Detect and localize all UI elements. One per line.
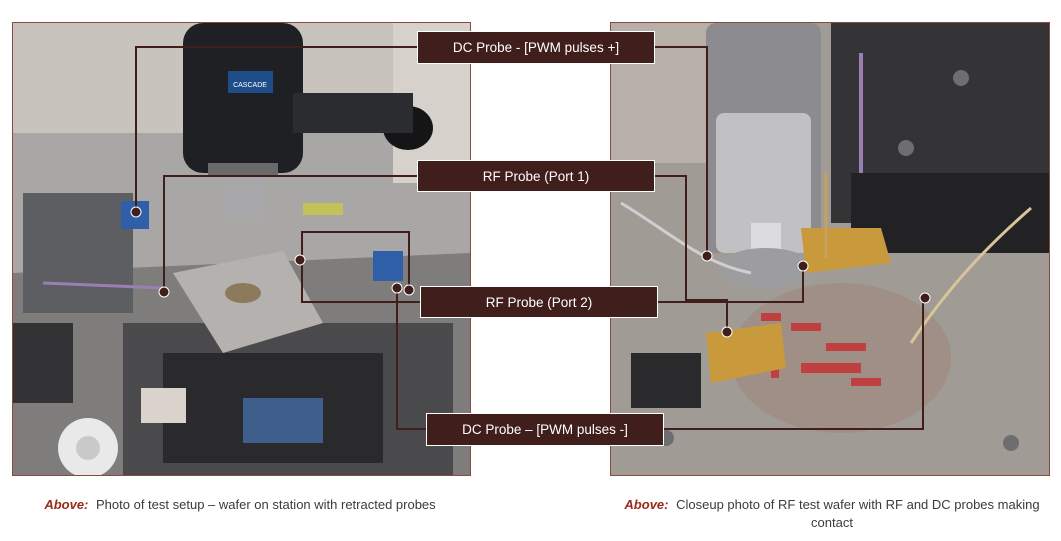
caption-right: Above: Closeup photo of RF test wafer wi… — [612, 496, 1052, 532]
caption-right-lead: Above: — [624, 497, 669, 512]
callout-rf-probe-port-2: RF Probe (Port 2) — [420, 286, 658, 318]
caption-left-lead: Above: — [44, 497, 89, 512]
callout-dc-probe-pwm-plus: DC Probe - [PWM pulses +] — [417, 31, 655, 64]
test-setup-illustration: CASCADE — [13, 23, 470, 475]
microscope-logo: CASCADE — [233, 82, 267, 89]
closeup-wafer-illustration — [611, 23, 1049, 475]
photo-test-setup: CASCADE — [12, 22, 471, 476]
caption-right-text: Closeup photo of RF test wafer with RF a… — [676, 497, 1040, 530]
caption-left: Above: Photo of test setup – wafer on st… — [20, 496, 460, 514]
photo-closeup-wafer — [610, 22, 1050, 476]
callout-rf-probe-port-1: RF Probe (Port 1) — [417, 160, 655, 192]
callout-dc-probe-pwm-minus: DC Probe – [PWM pulses -] — [426, 413, 664, 446]
caption-left-text: Photo of test setup – wafer on station w… — [96, 497, 436, 512]
